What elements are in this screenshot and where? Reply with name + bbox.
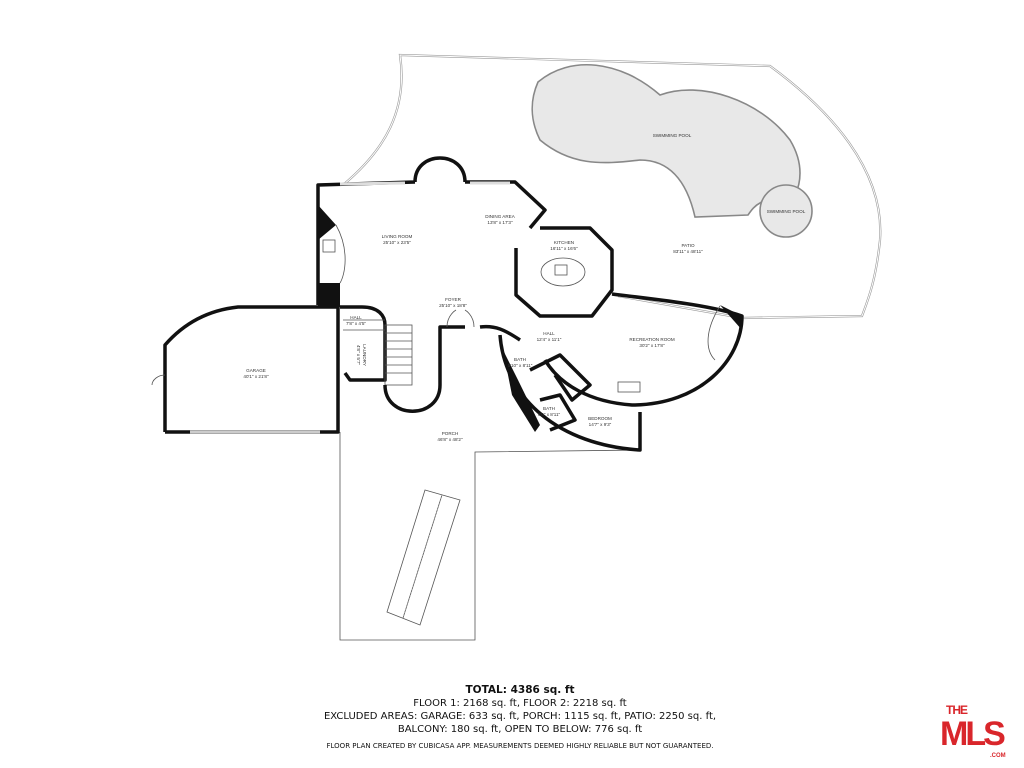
svg-text:BATH: BATH: [543, 406, 555, 411]
label-living-room: LIVING ROOM 25'10" x 23'5": [382, 234, 413, 245]
svg-text:LAUNDRY: LAUNDRY: [362, 344, 367, 366]
svg-text:KITCHEN: KITCHEN: [554, 240, 574, 245]
svg-text:HALL: HALL: [543, 331, 555, 336]
svg-text:25'10" x 18'8": 25'10" x 18'8": [439, 303, 467, 308]
svg-text:LIVING ROOM: LIVING ROOM: [382, 234, 413, 239]
svg-text:RECREATION ROOM: RECREATION ROOM: [629, 337, 675, 342]
label-swimming-pool-large: SWIMMING POOL: [653, 133, 692, 138]
label-hall-small: HALL 7'8" x 4'5": [346, 315, 366, 326]
recreation-room-walls: [543, 292, 744, 407]
the-mls-logo: THE MLS .COM: [940, 703, 1006, 759]
label-kitchen: KITCHEN 16'11" x 16'6": [550, 240, 578, 251]
svg-text:DINING AREA: DINING AREA: [485, 214, 516, 219]
svg-text:HALL: HALL: [350, 315, 362, 320]
svg-text:14'7" x 9'3": 14'7" x 9'3": [589, 422, 612, 427]
svg-text:PORCH: PORCH: [442, 431, 459, 436]
excluded-areas-line-1: EXCLUDED AREAS: GARAGE: 633 sq. ft, PORC…: [323, 711, 717, 722]
svg-text:16'11" x 16'6": 16'11" x 16'6": [550, 246, 578, 251]
svg-text:40'1" x 21'8": 40'1" x 21'8": [243, 374, 269, 379]
label-porch: PORCH 46'8" x 48'2": [437, 431, 463, 442]
total-area: TOTAL: 4386 sq. ft: [465, 684, 575, 696]
swimming-pool-small: [759, 184, 813, 238]
label-laundry: LAUNDRY 4'8" x 5'7": [356, 344, 367, 366]
svg-text:4'8" x 5'7": 4'8" x 5'7": [356, 345, 361, 365]
label-garage: GARAGE 40'1" x 21'8": [243, 368, 269, 379]
garage-walls: [163, 305, 340, 434]
bedroom-walls: [498, 334, 642, 452]
svg-text:BEDROOM: BEDROOM: [588, 416, 612, 421]
svg-text:7'8" x 4'5": 7'8" x 4'5": [346, 321, 366, 326]
svg-text:83'11" x 48'11": 83'11" x 48'11": [673, 249, 703, 254]
svg-text:12'4" x 11'1": 12'4" x 11'1": [537, 337, 562, 342]
svg-text:46'8" x 48'2": 46'8" x 48'2": [437, 437, 463, 442]
kitchen-walls: [514, 226, 614, 318]
swimming-pool-large: [531, 64, 801, 218]
label-bath-1: BATH 5'10" x 8'11": [508, 357, 533, 368]
foyer-walls: [383, 324, 521, 413]
svg-text:30'2" x 17'8": 30'2" x 17'8": [639, 343, 665, 348]
living-room-walls: [316, 156, 547, 305]
label-hall: HALL 12'4" x 11'1": [537, 331, 562, 342]
svg-text:BATH: BATH: [514, 357, 526, 362]
porch-stairs: [386, 489, 461, 626]
floor-areas: FLOOR 1: 2168 sq. ft, FLOOR 2: 2218 sq. …: [413, 698, 627, 709]
svg-text:PATIO: PATIO: [681, 243, 695, 248]
interior-stairs: [384, 324, 413, 386]
label-bath-2: BATH 6'0" x 8'11": [538, 406, 561, 417]
label-dining-area: DINING AREA 13'8" x 17'3": [485, 214, 516, 225]
svg-text:6'0" x 8'11": 6'0" x 8'11": [538, 412, 561, 417]
svg-text:5'10" x 8'11": 5'10" x 8'11": [508, 363, 533, 368]
label-patio: PATIO 83'11" x 48'11": [673, 243, 703, 254]
label-recreation-room: RECREATION ROOM 30'2" x 17'8": [629, 337, 675, 348]
label-swimming-pool-small: SWIMMING POOL: [767, 209, 806, 214]
label-bedroom: BEDROOM 14'7" x 9'3": [588, 416, 612, 427]
label-foyer: FOYER 25'10" x 18'8": [439, 297, 467, 308]
excluded-areas-line-2: BALCONY: 180 sq. ft, OPEN TO BELOW: 776 …: [397, 724, 643, 735]
svg-text:25'10" x 23'5": 25'10" x 23'5": [383, 240, 411, 245]
svg-text:13'8" x 17'3": 13'8" x 17'3": [487, 220, 513, 225]
disclaimer: FLOOR PLAN CREATED BY CUBICASA APP. MEAS…: [326, 742, 714, 750]
svg-text:GARAGE: GARAGE: [246, 368, 266, 373]
porch-outline: [339, 432, 641, 641]
svg-text:FOYER: FOYER: [445, 297, 462, 302]
